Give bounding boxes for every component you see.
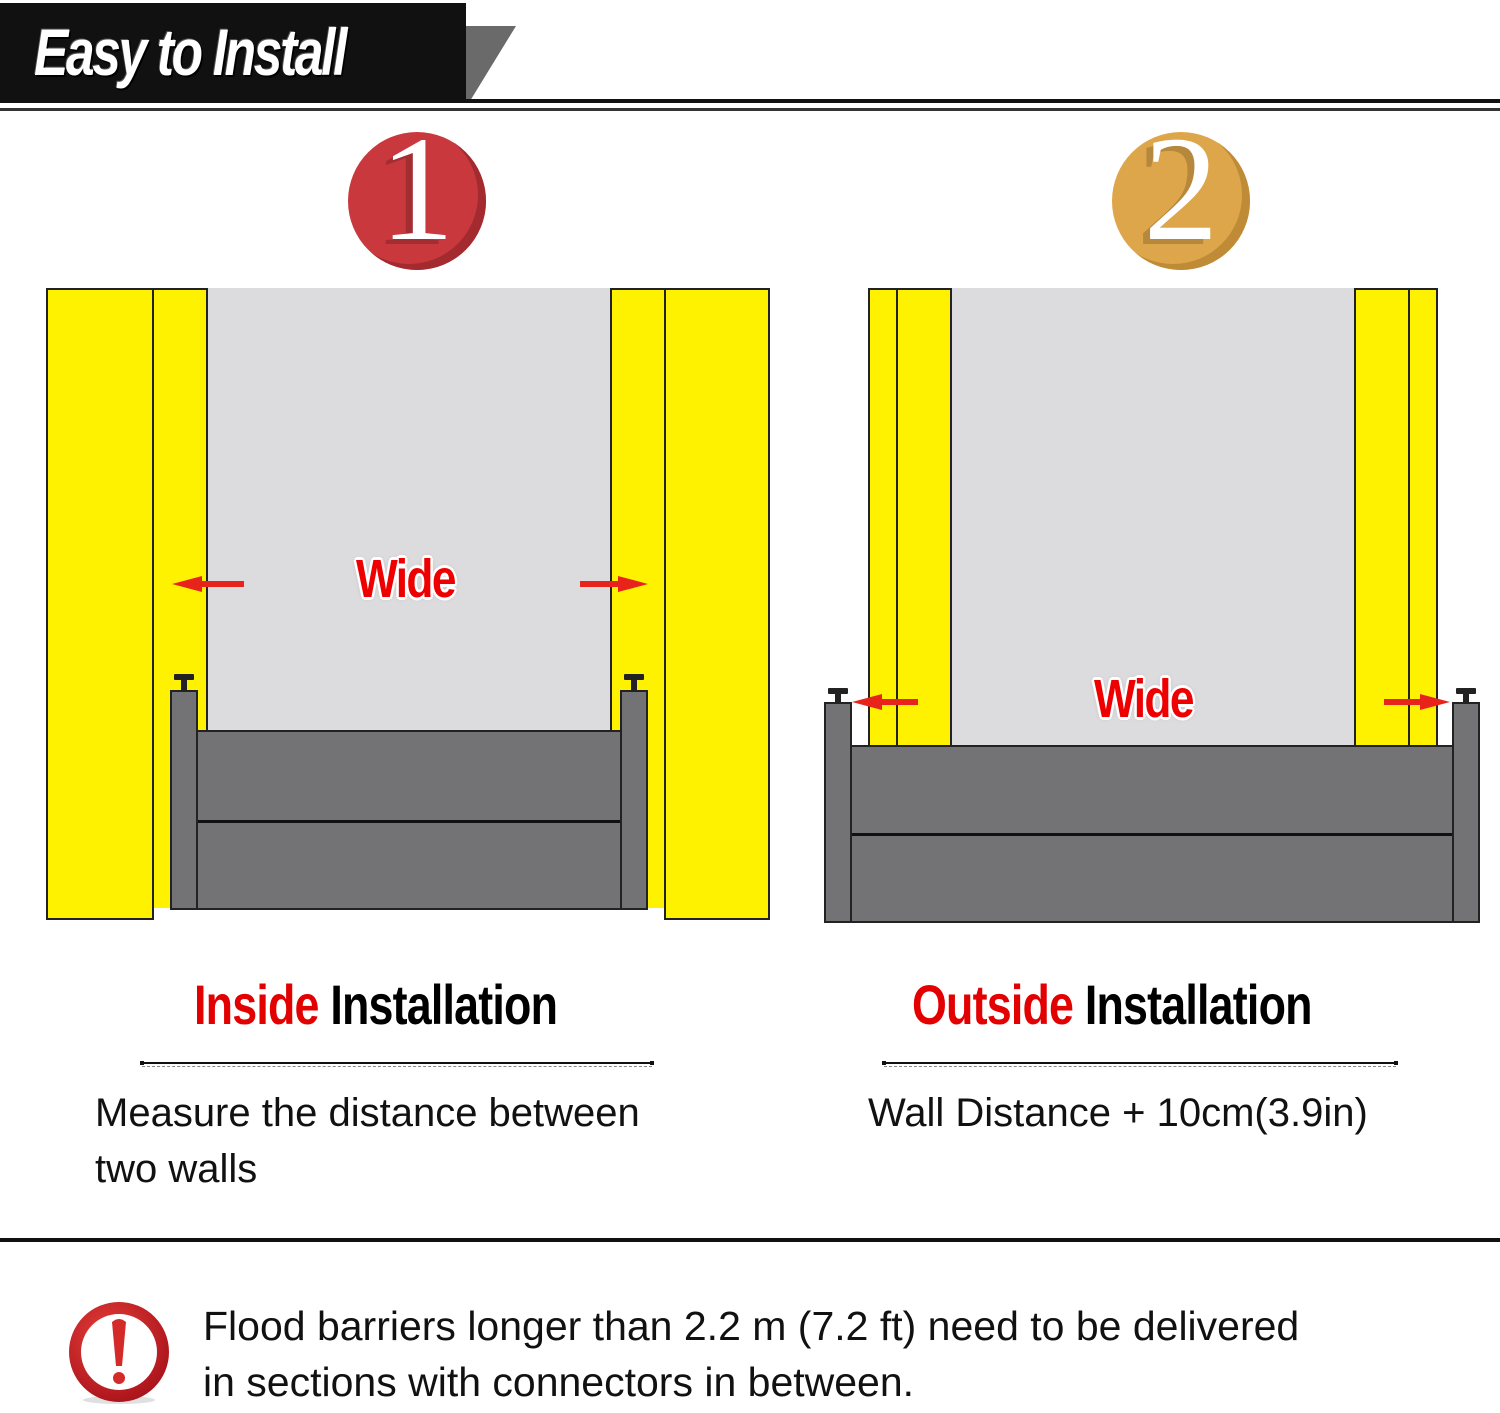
barrier-panel xyxy=(196,730,622,910)
page-title: Easy to Install xyxy=(34,15,347,89)
inside-installation-title: Inside Installation xyxy=(194,972,558,1037)
notice-line-2: in sections with connectors in between. xyxy=(203,1359,915,1405)
description-line-1: Wall Distance + 10cm(3.9in) xyxy=(868,1091,1368,1135)
right-post xyxy=(620,690,648,910)
right-post-cap xyxy=(624,674,644,680)
section-divider xyxy=(0,1238,1500,1242)
caption-divider xyxy=(882,1061,1398,1067)
right-post xyxy=(1452,702,1480,923)
left-arrow-icon xyxy=(852,694,918,710)
inside-installation-description: Measure the distance between two walls xyxy=(95,1085,640,1197)
floor-gap xyxy=(154,908,664,922)
right-post-bolt xyxy=(1463,690,1469,704)
left-post-bolt xyxy=(181,676,187,692)
right-inner-wall xyxy=(1354,288,1410,748)
header-divider-secondary xyxy=(0,108,1500,111)
caption-highlight: Outside xyxy=(912,973,1074,1036)
outside-installation-description: Wall Distance + 10cm(3.9in) xyxy=(868,1085,1368,1141)
left-post-cap xyxy=(174,674,194,680)
description-line-2: two walls xyxy=(95,1147,258,1191)
door-opening xyxy=(950,288,1356,748)
step-2-badge: 2 xyxy=(1112,114,1250,270)
left-outer-wall xyxy=(868,288,898,748)
wide-label: Wide xyxy=(1094,669,1194,729)
right-post-bolt xyxy=(631,676,637,692)
warning-exclamation-icon xyxy=(69,1302,169,1404)
wide-label: Wide xyxy=(356,549,456,609)
header-banner xyxy=(0,3,466,103)
header-banner-shadow xyxy=(466,26,516,101)
step-1-number: 1 xyxy=(379,106,455,272)
caption-rest: Installation xyxy=(330,973,558,1036)
caption-divider xyxy=(140,1061,654,1067)
caption-highlight: Inside xyxy=(194,973,319,1036)
barrier-seam xyxy=(850,833,1452,836)
notice-line-1: Flood barriers longer than 2.2 m (7.2 ft… xyxy=(203,1303,1300,1349)
description-line-1: Measure the distance between xyxy=(95,1091,640,1135)
caption-rest: Installation xyxy=(1084,973,1313,1036)
step-1-badge: 1 xyxy=(348,114,486,270)
left-arrow-icon xyxy=(172,576,244,592)
left-outer-wall xyxy=(46,288,154,920)
right-arrow-icon xyxy=(1384,694,1450,710)
right-post-cap xyxy=(1456,688,1476,694)
left-post xyxy=(824,702,852,923)
left-post-bolt xyxy=(835,690,841,704)
step-2-number: 2 xyxy=(1143,106,1219,272)
header-divider xyxy=(0,99,1500,103)
door-opening xyxy=(206,288,612,732)
delivery-notice: Flood barriers longer than 2.2 m (7.2 ft… xyxy=(203,1298,1299,1410)
right-outer-wall xyxy=(664,288,770,920)
barrier-panel xyxy=(848,745,1454,923)
right-outer-wall xyxy=(1408,288,1438,748)
right-arrow-icon xyxy=(580,576,648,592)
left-inner-wall xyxy=(896,288,952,748)
left-post-cap xyxy=(828,688,848,694)
barrier-seam xyxy=(198,820,620,823)
outside-installation-title: Outside Installation xyxy=(912,972,1312,1037)
left-post xyxy=(170,690,198,910)
